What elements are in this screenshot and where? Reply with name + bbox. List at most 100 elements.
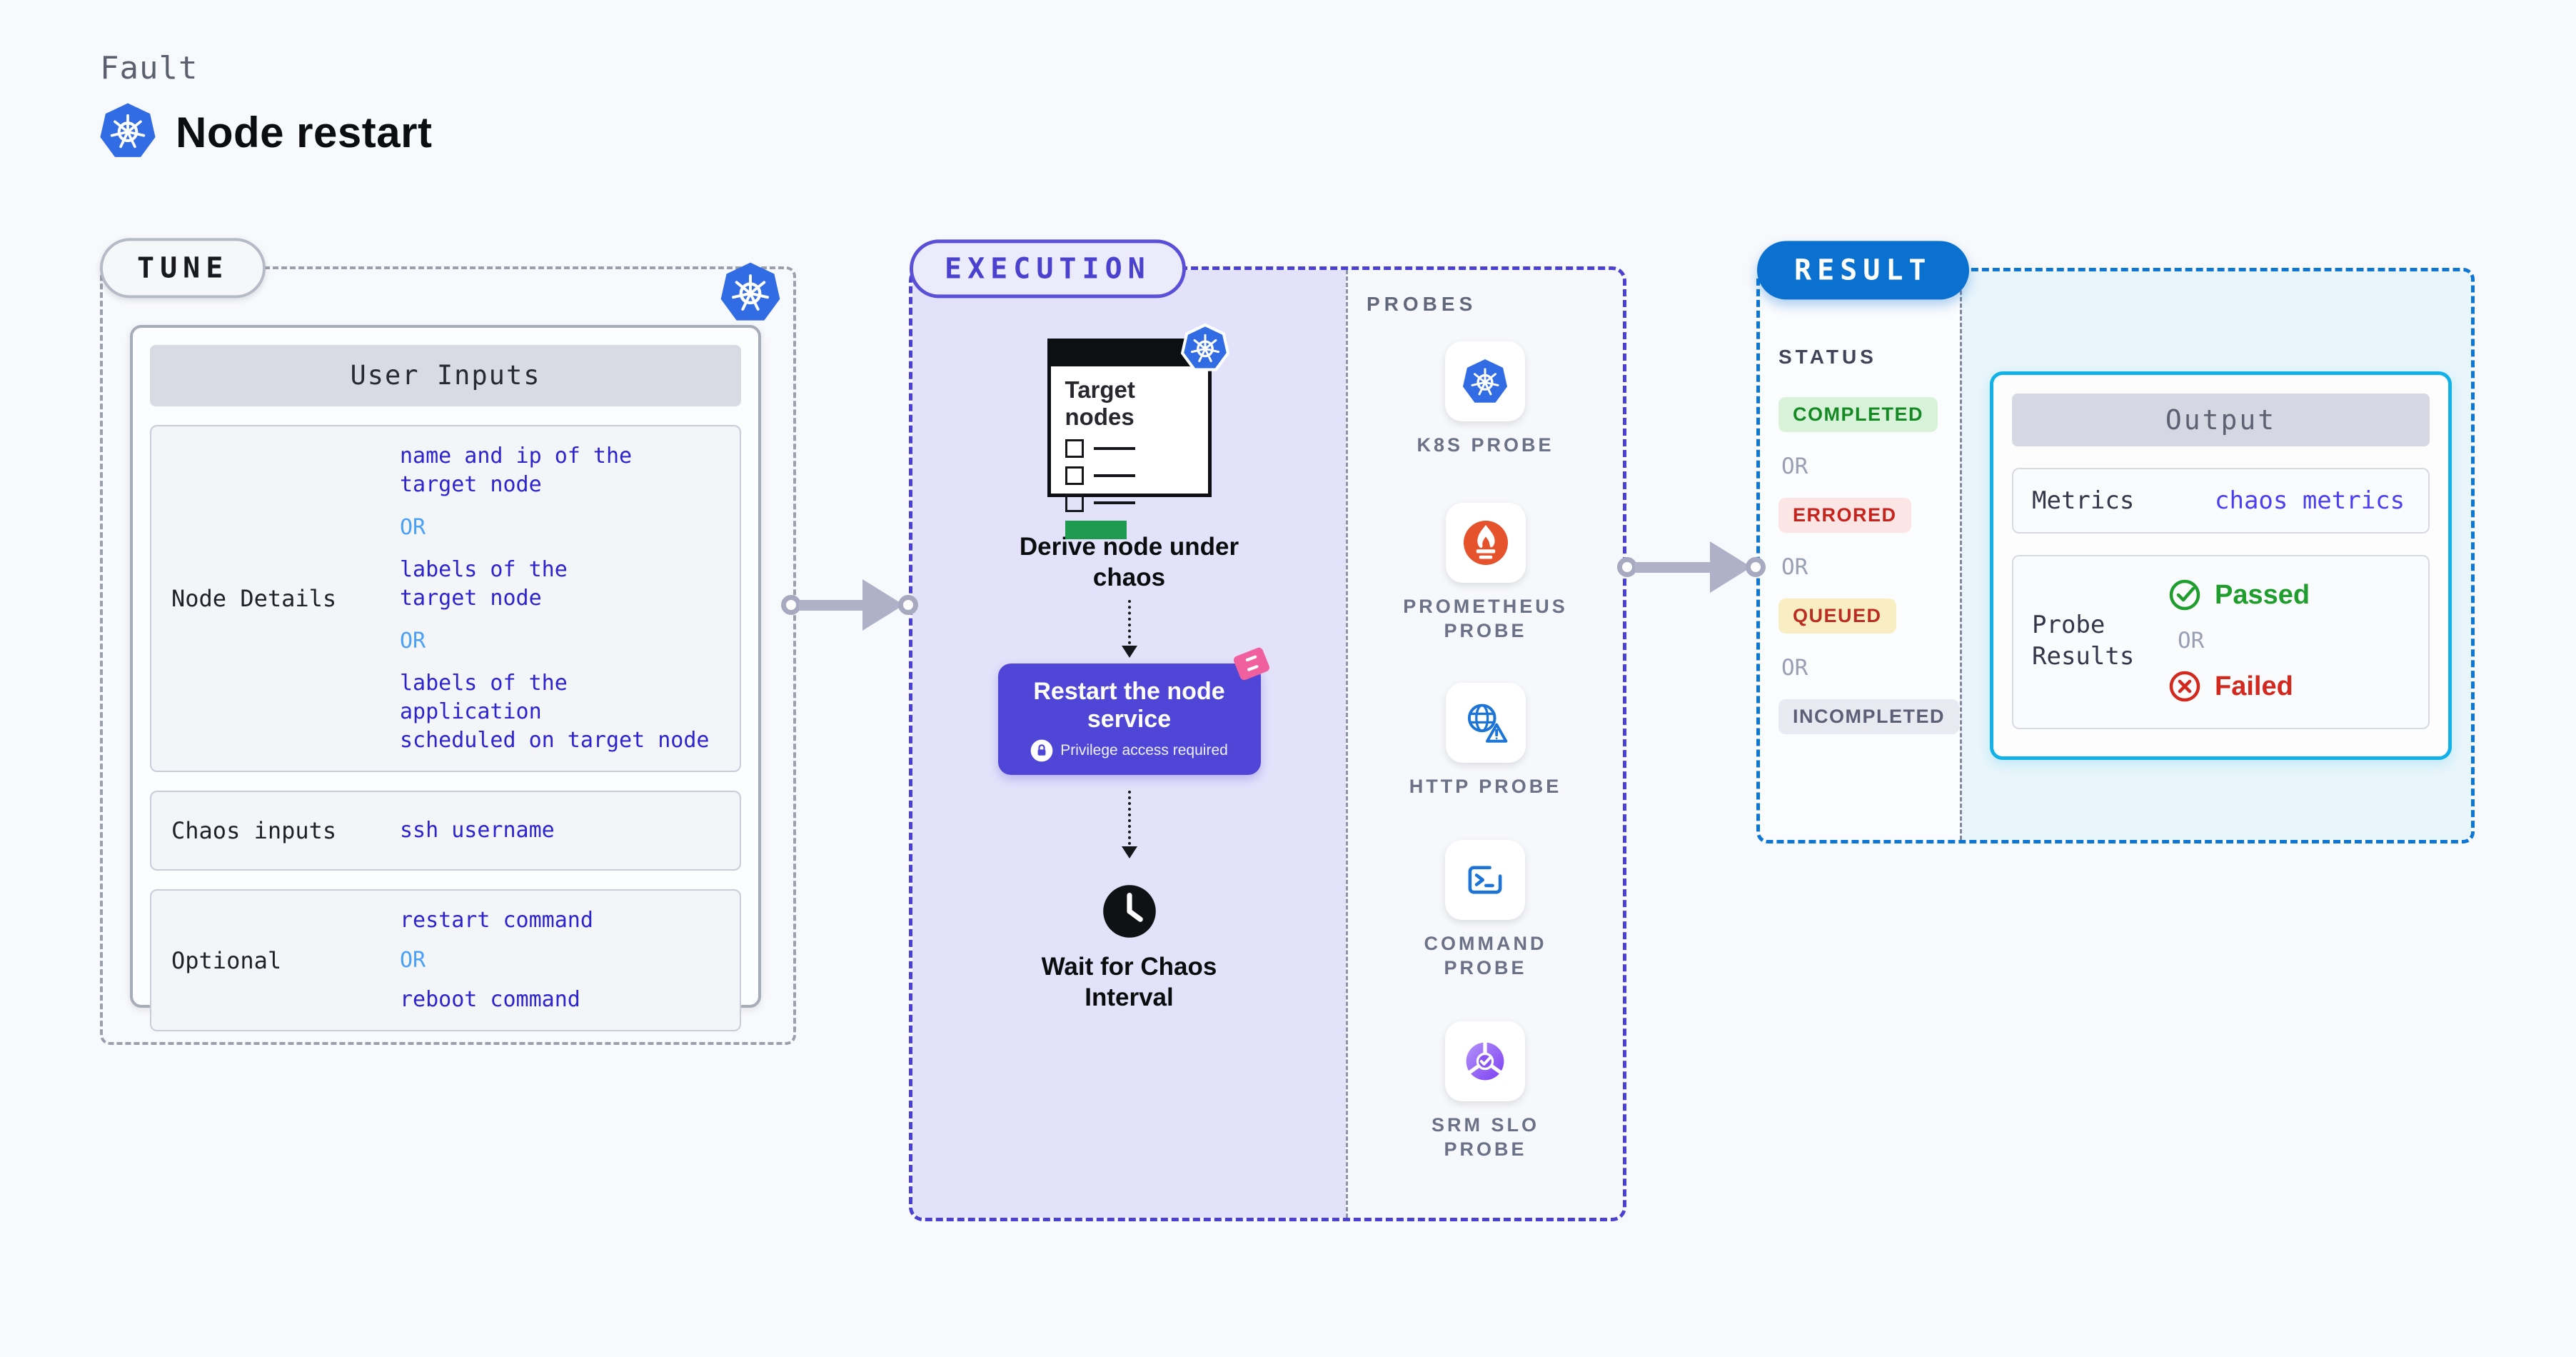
row-value: name and ip of the target node (400, 444, 633, 497)
probe-result-failed: Failed (2168, 669, 2310, 703)
status-column: STATUS COMPLETED OR ERRORED OR QUEUED OR… (1778, 346, 1960, 734)
output-row-probe-results: Probe Results Passed OR Failed (2012, 555, 2430, 729)
page-header: Node restart (99, 101, 432, 164)
target-nodes-title: Target nodes (1065, 376, 1135, 430)
passed-label: Passed (2215, 579, 2310, 610)
or-separator: OR (2178, 628, 2205, 654)
probe-item-command: COMMAND PROBE (1424, 840, 1547, 980)
status-badge-incompleted: INCOMPLETED (1778, 699, 1960, 734)
arrow-shaft (799, 599, 865, 611)
checklist-item (1065, 466, 1198, 485)
execution-section: EXECUTION Target nodes (909, 239, 1626, 1221)
or-separator: OR (400, 629, 426, 654)
arrow-shaft (1635, 561, 1712, 573)
kubernetes-icon (1463, 359, 1508, 403)
tune-tag: TUNE (100, 238, 266, 299)
output-header: Output (2012, 394, 2430, 446)
flow-arrow-right (1617, 541, 1766, 594)
probe-result-passed: Passed (2168, 578, 2310, 612)
arrow-shaft (1127, 791, 1131, 845)
row-value: restart command (400, 908, 593, 933)
terminal-icon (1469, 866, 1502, 894)
kubernetes-icon (719, 261, 782, 324)
probe-card (1445, 503, 1526, 583)
arrow-endpoint-circle (1617, 557, 1637, 577)
row-value: labels of the application scheduled on t… (400, 671, 710, 753)
step-caption-wait-interval: Wait for Chaos Interval (1041, 953, 1217, 1011)
x-circle-icon (2169, 671, 2200, 702)
probe-card (1445, 683, 1526, 763)
row-label: Chaos inputs (171, 817, 337, 844)
output-row-metrics: Metrics chaos metrics (2012, 468, 2430, 534)
status-badge-errored: ERRORED (1778, 498, 1911, 533)
arrow-endpoint-circle (781, 595, 801, 615)
row-value: ssh username (400, 818, 555, 843)
status-badge-queued: QUEUED (1778, 599, 1896, 634)
arrow-endpoint-circle (898, 595, 918, 615)
list-line (1093, 501, 1135, 504)
probe-label: K8S PROBE (1417, 434, 1554, 456)
kubernetes-icon (1180, 323, 1229, 372)
table-row-optional: Optional restart command OR reboot comma… (150, 889, 741, 1031)
arrow-endpoint-circle (1746, 557, 1766, 577)
user-inputs-card: User Inputs Node Details name and ip of … (130, 325, 761, 1031)
probe-label: PROMETHEUS PROBE (1403, 596, 1568, 641)
row-label: Metrics (2032, 486, 2135, 515)
arrow-head (1710, 541, 1751, 593)
checkbox-icon (1065, 466, 1084, 485)
row-label: Node Details (171, 585, 337, 612)
result-section: RESULT STATUS COMPLETED OR ERRORED OR QU… (1756, 241, 2475, 843)
probes-heading: PROBES (1367, 293, 1477, 315)
row-value: reboot command (400, 987, 580, 1012)
chaos-flag-icon (1227, 643, 1274, 690)
privilege-note: Privilege access required (1008, 739, 1251, 762)
checkmark-circle-icon (2169, 579, 2200, 611)
or-separator: OR (400, 515, 426, 540)
or-separator: OR (400, 948, 426, 973)
target-nodes-card: Target nodes (1047, 323, 1229, 539)
checklist-item (1065, 439, 1198, 458)
checkbox-icon (1065, 439, 1084, 458)
probes-panel: PROBES K8S PR (1348, 270, 1623, 1218)
or-separator: OR (1781, 655, 1808, 681)
arrow-head (862, 579, 904, 631)
kubernetes-icon (99, 101, 157, 164)
flow-arrow-right (781, 579, 918, 631)
page-title: Node restart (176, 109, 433, 156)
tune-section: TUNE User Inputs Node Details name and i… (100, 238, 796, 1045)
probe-card (1445, 1021, 1526, 1101)
status-divider (1960, 271, 1962, 840)
or-separator: OR (1781, 554, 1808, 580)
status-heading: STATUS (1778, 346, 1877, 368)
probe-label: SRM SLO PROBE (1431, 1114, 1539, 1160)
step-caption-derive-node: Derive node under chaos (1019, 533, 1239, 591)
failed-label: Failed (2215, 671, 2293, 701)
srm-slo-icon (1466, 1041, 1504, 1081)
globe-warning-icon (1467, 703, 1507, 743)
arrow-head (1121, 846, 1137, 858)
probe-item-srm-slo: SRM SLO PROBE (1432, 1021, 1539, 1161)
progress-bar (1065, 521, 1127, 539)
fault-eyebrow: Fault (100, 50, 198, 86)
result-tag: RESULT (1757, 241, 1969, 300)
execution-tag: EXECUTION (910, 239, 1186, 299)
or-separator: OR (1781, 454, 1808, 479)
table-row-chaos-inputs: Chaos inputs ssh username (150, 791, 741, 871)
probe-card (1445, 341, 1526, 421)
probe-label: HTTP PROBE (1409, 776, 1562, 797)
action-title: Restart the node service (1033, 678, 1225, 733)
arrow-shaft (1127, 600, 1131, 644)
lock-icon (1030, 739, 1053, 762)
user-inputs-header: User Inputs (150, 345, 741, 406)
privilege-note-text: Privilege access required (1060, 742, 1228, 758)
row-value: labels of the target node (400, 557, 568, 611)
row-label: Optional (171, 946, 282, 974)
probe-card (1445, 840, 1526, 920)
checklist-item (1065, 494, 1198, 512)
prometheus-icon (1463, 520, 1508, 566)
status-badge-completed: COMPLETED (1778, 397, 1938, 432)
probes-divider (1346, 270, 1348, 1218)
clock-icon (1102, 885, 1156, 938)
metrics-value: chaos metrics (2215, 486, 2405, 515)
list-line (1093, 474, 1135, 477)
